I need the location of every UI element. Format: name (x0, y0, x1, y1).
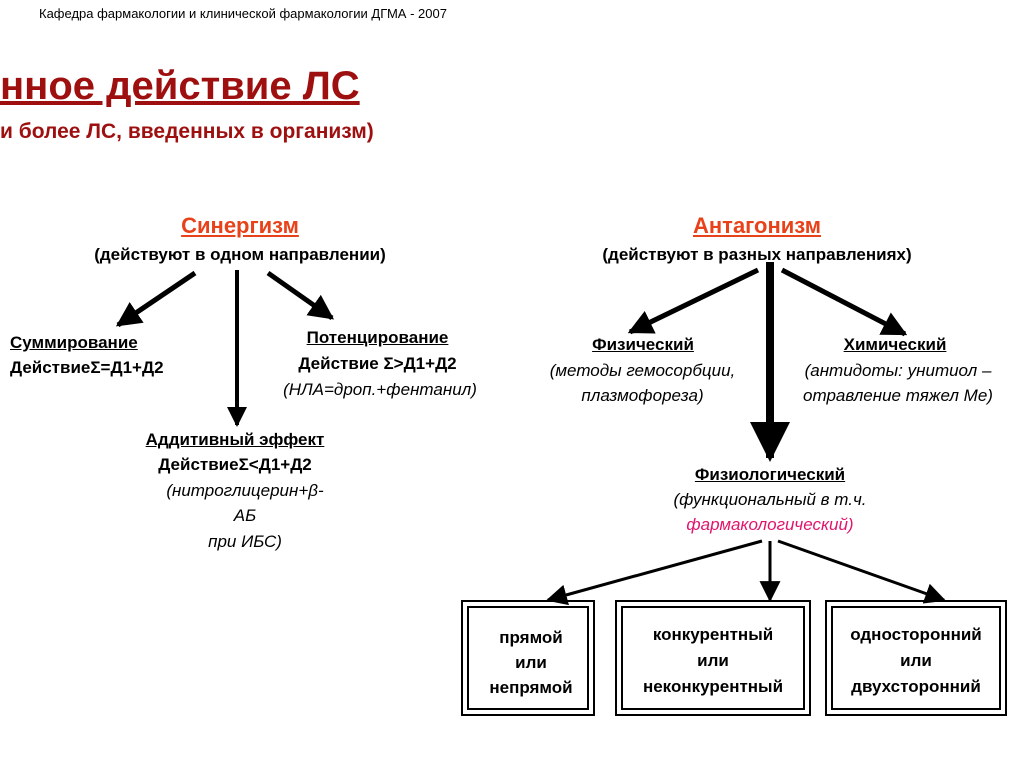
potentiation-formula: Действие Σ>Д1+Д2 (298, 354, 457, 373)
physiological-desc-2: фармакологический) (686, 515, 854, 534)
additive-formula: ДействиеΣ<Д1+Д2 (158, 455, 312, 474)
box-direct-indirect: прямой или непрямой (461, 600, 595, 716)
physiological-desc-1: (функциональный в т.ч. (673, 490, 867, 509)
physiological-title: Физиологический (694, 465, 846, 484)
box-competitive: конкурентный или неконкурентный (615, 600, 811, 716)
page-subtitle: и более ЛС, введенных в организм) (0, 120, 374, 143)
synergy-subtitle: (действуют в одном направлении) (94, 245, 386, 264)
arrow-to-chemical (780, 267, 908, 337)
physical-title: Физический (592, 335, 694, 354)
box-3-line-3: двухсторонний (851, 677, 981, 696)
chemical-desc-2: отравление тяжел Ме) (803, 386, 993, 405)
arrow-to-box-3 (777, 539, 946, 604)
box-1-line-2: или (515, 653, 547, 672)
additive-title: Аддитивный эффект (145, 430, 325, 449)
physical-desc-2: плазмофореза) (581, 386, 704, 405)
box-3-line-2: или (900, 651, 932, 670)
chemical-desc-1: (антидоты: унитиол – (804, 361, 992, 380)
arrow-to-sum (115, 270, 197, 328)
additive-example-3: при ИБС) (208, 532, 282, 551)
synergy-heading: Синергизм (181, 213, 299, 238)
page-title: нное действие ЛС (0, 64, 360, 108)
box-1-line-1: прямой (499, 628, 563, 647)
box-1-line-3: непрямой (489, 678, 573, 697)
additive-example-1: (нитроглицерин+β- (166, 481, 324, 500)
box-3-line-1: односторонний (850, 625, 982, 644)
antagonism-heading: Антагонизм (693, 213, 821, 238)
box-2-line-3: неконкурентный (642, 677, 784, 696)
department-caption: Кафедра фармакологии и клинической фарма… (39, 6, 447, 21)
box-unilateral: односторонний или двухсторонний (825, 600, 1007, 716)
summation-title: Суммирование (10, 333, 138, 352)
antagonism-subtitle: (действуют в разных направлениях) (602, 245, 912, 264)
arrow-to-box-1 (545, 539, 763, 606)
box-2-line-2: или (697, 651, 729, 670)
additive-example-2: АБ (233, 506, 257, 525)
arrow-to-potent (266, 270, 335, 321)
potentiation-title: Потенцирование (306, 328, 449, 347)
physical-desc-1: (методы гемосорбции, (549, 361, 736, 380)
chemical-title: Химический (843, 335, 947, 354)
summation-formula: ДействиеΣ=Д1+Д2 (10, 358, 164, 377)
potentiation-example: (НЛА=дроп.+фентанил) (283, 380, 477, 399)
box-2-line-1: конкурентный (652, 625, 774, 644)
arrow-to-physical (627, 267, 760, 335)
